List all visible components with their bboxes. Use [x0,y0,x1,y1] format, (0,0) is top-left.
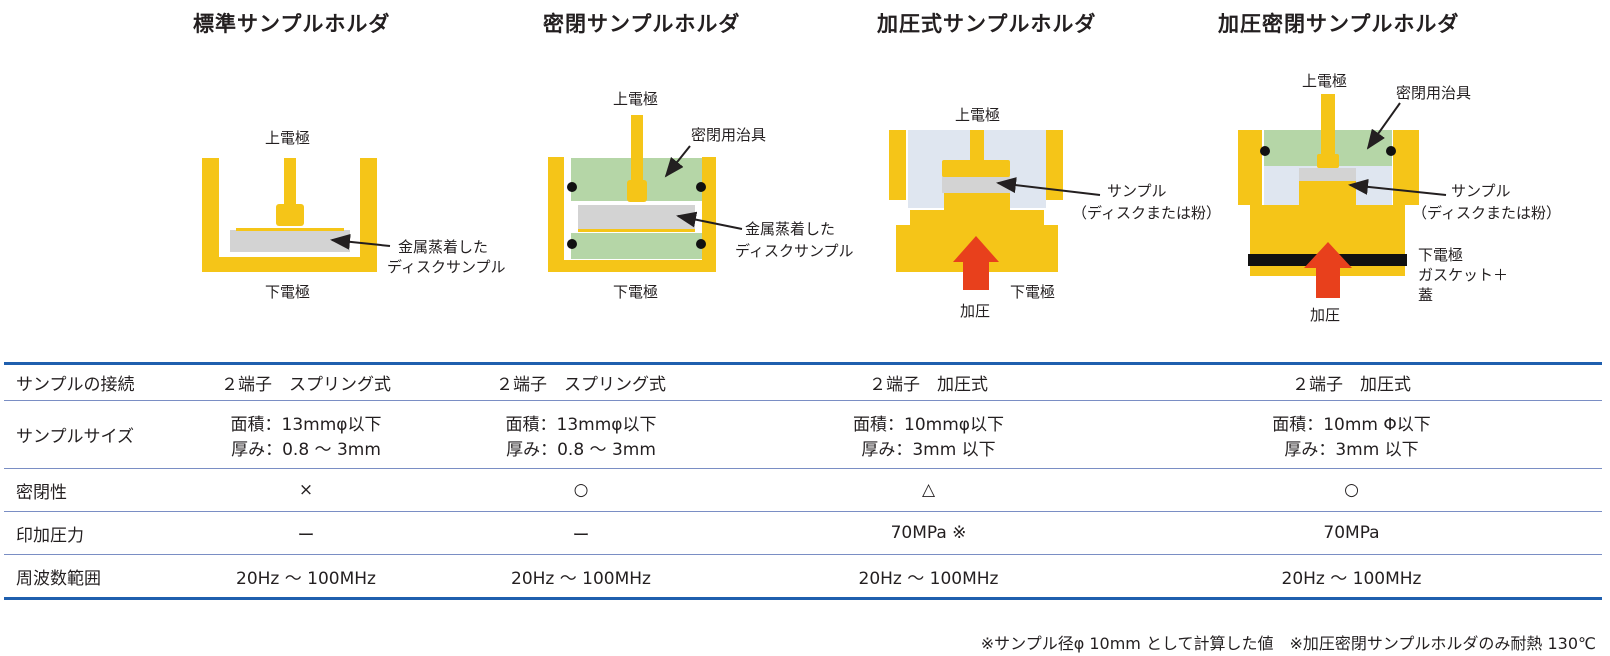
row-head: サンプルサイズ [4,400,206,469]
cell: ２端子 スプリング式 [206,362,406,401]
row-head: 印加圧力 [4,511,206,555]
lower-electrode-body [896,192,1058,272]
cell: △ [756,468,1101,512]
pressure-arrow [1304,242,1352,298]
seal-jig-label: 密閉用治具 [691,126,766,144]
pressure-arrow [953,236,999,290]
seal-jig-bottom [571,233,702,259]
upper-electrode-label: 上電極 [265,129,310,147]
row-head: サンプルの接続 [4,362,206,401]
table-row: 周波数範囲 20Hz ～ 100MHz 20Hz ～ 100MHz 20Hz ～… [4,554,1602,600]
table-row: 密閉性 × ○ △ ○ [4,468,1602,512]
cell: 20Hz ～ 100MHz [206,554,406,600]
cell: ー [206,511,406,555]
sample-label-2: ディスクサンプル [387,258,506,276]
cell: ２端子 加圧式 [756,362,1101,401]
cell: ○ [1101,468,1602,512]
holder-diagrams: 上電極 下電極 金属蒸着した ディスクサンプル 上電極 密閉用治具 金属蒸着した… [202,72,1561,324]
cell: 70MPa ※ [756,511,1101,555]
table-row: サンプルサイズ 面積：13mmφ以下厚み：0.8 ～ 3mm 面積：13mmφ以… [4,400,1602,469]
cell-line: 面積：13mmφ以下 [505,414,657,435]
spec-table: サンプルの接続 ２端子 スプリング式 ２端子 スプリング式 ２端子 加圧式 ２端… [4,362,1602,600]
sample-label-1: 金属蒸着した [398,238,488,256]
sample-disc [942,176,1010,193]
holder-title-pressure: 加圧式サンプルホルダ [877,12,1097,36]
holder-title-sealed: 密閉サンプルホルダ [543,12,741,36]
cell-line: 面積：10mm Φ以下 [1272,414,1431,435]
sample-disc [230,230,350,252]
cell: 面積：13mmφ以下厚み：0.8 ～ 3mm [406,400,756,469]
diagram-standard: 上電極 下電極 金属蒸着した ディスクサンプル [202,129,506,301]
press-label: 加圧 [1310,306,1340,324]
cell: 20Hz ～ 100MHz [756,554,1101,600]
sample-disc [578,205,695,229]
sample-label-2: （ディスクまたは粉） [1072,204,1221,222]
upper-electrode-label: 上電極 [1302,72,1347,90]
table-row: サンプルの接続 ２端子 スプリング式 ２端子 スプリング式 ２端子 加圧式 ２端… [4,362,1602,401]
cell: ○ [406,468,756,512]
cell-line: 面積：13mmφ以下 [230,414,382,435]
lower-electrode-cup [202,158,377,272]
lower-electrode-label: 下電極 [1418,246,1463,264]
cell: 面積：10mmφ以下厚み：3mm 以下 [756,400,1101,469]
cell-line: 厚み：0.8 ～ 3mm [506,439,656,460]
row-head: 密閉性 [4,468,206,512]
holder-title-standard: 標準サンプルホルダ [193,12,391,36]
diagram-pressure: 上電極 サンプル （ディスクまたは粉） 加圧 下電極 [889,106,1221,320]
diagram-pressure-sealed: 上電極 密閉用治具 サンプル （ディスクまたは粉） 下電極 ガスケット＋ 蓋 加… [1238,72,1561,324]
upper-electrode-pin [284,158,296,206]
sample-label-2: ディスクサンプル [735,242,854,260]
table-row: 印加圧力 ー ー 70MPa ※ 70MPa [4,511,1602,555]
lower-electrode-label: 下電極 [265,283,310,301]
diagram-sealed: 上電極 密閉用治具 金属蒸着した ディスクサンプル 下電極 [548,90,854,301]
upper-electrode-label: 上電極 [955,106,1000,124]
cell: ２端子 スプリング式 [406,362,756,401]
lower-electrode-label: 下電極 [1010,283,1055,301]
footnote: ※サンプル径φ 10mm として計算した値 ※加圧密閉サンプルホルダのみ耐熱 1… [980,634,1596,653]
holder-title-pressure-sealed: 加圧密閉サンプルホルダ [1218,12,1460,36]
cell-line: 厚み：0.8 ～ 3mm [231,439,381,460]
upper-electrode-label: 上電極 [613,90,658,108]
sample-label-1: サンプル [1451,182,1511,200]
gasket-label-2: 蓋 [1418,286,1433,304]
upper-electrode-pin [631,115,643,185]
sample-disc [1299,168,1356,181]
upper-electrode-pin [1321,94,1335,156]
lower-electrode-cup [548,157,716,272]
cell-line: 厚み：3mm 以下 [1284,439,1419,460]
cell: ２端子 加圧式 [1101,362,1602,401]
upper-electrode [942,160,1010,177]
sample-label-2: （ディスクまたは粉） [1412,204,1561,222]
cell: 面積：13mmφ以下厚み：0.8 ～ 3mm [206,400,406,469]
cell-line: 厚み：3mm 以下 [861,439,996,460]
outer-frame [1238,130,1419,205]
cell: × [206,468,406,512]
gasket-label-1: ガスケット＋ [1418,266,1508,284]
press-label: 加圧 [960,302,990,320]
cell: 20Hz ～ 100MHz [1101,554,1602,600]
lower-electrode-label: 下電極 [613,283,658,301]
seal-jig-label: 密閉用治具 [1396,84,1471,102]
cell: 面積：10mm Φ以下厚み：3mm 以下 [1101,400,1602,469]
cell: 20Hz ～ 100MHz [406,554,756,600]
lower-electrode-body [1250,180,1405,255]
cell: ー [406,511,756,555]
cell-line: 面積：10mmφ以下 [853,414,1004,435]
row-head: 周波数範囲 [4,554,206,600]
sample-label-1: 金属蒸着した [745,220,835,238]
cell: 70MPa [1101,511,1602,555]
sample-label-1: サンプル [1107,182,1167,200]
